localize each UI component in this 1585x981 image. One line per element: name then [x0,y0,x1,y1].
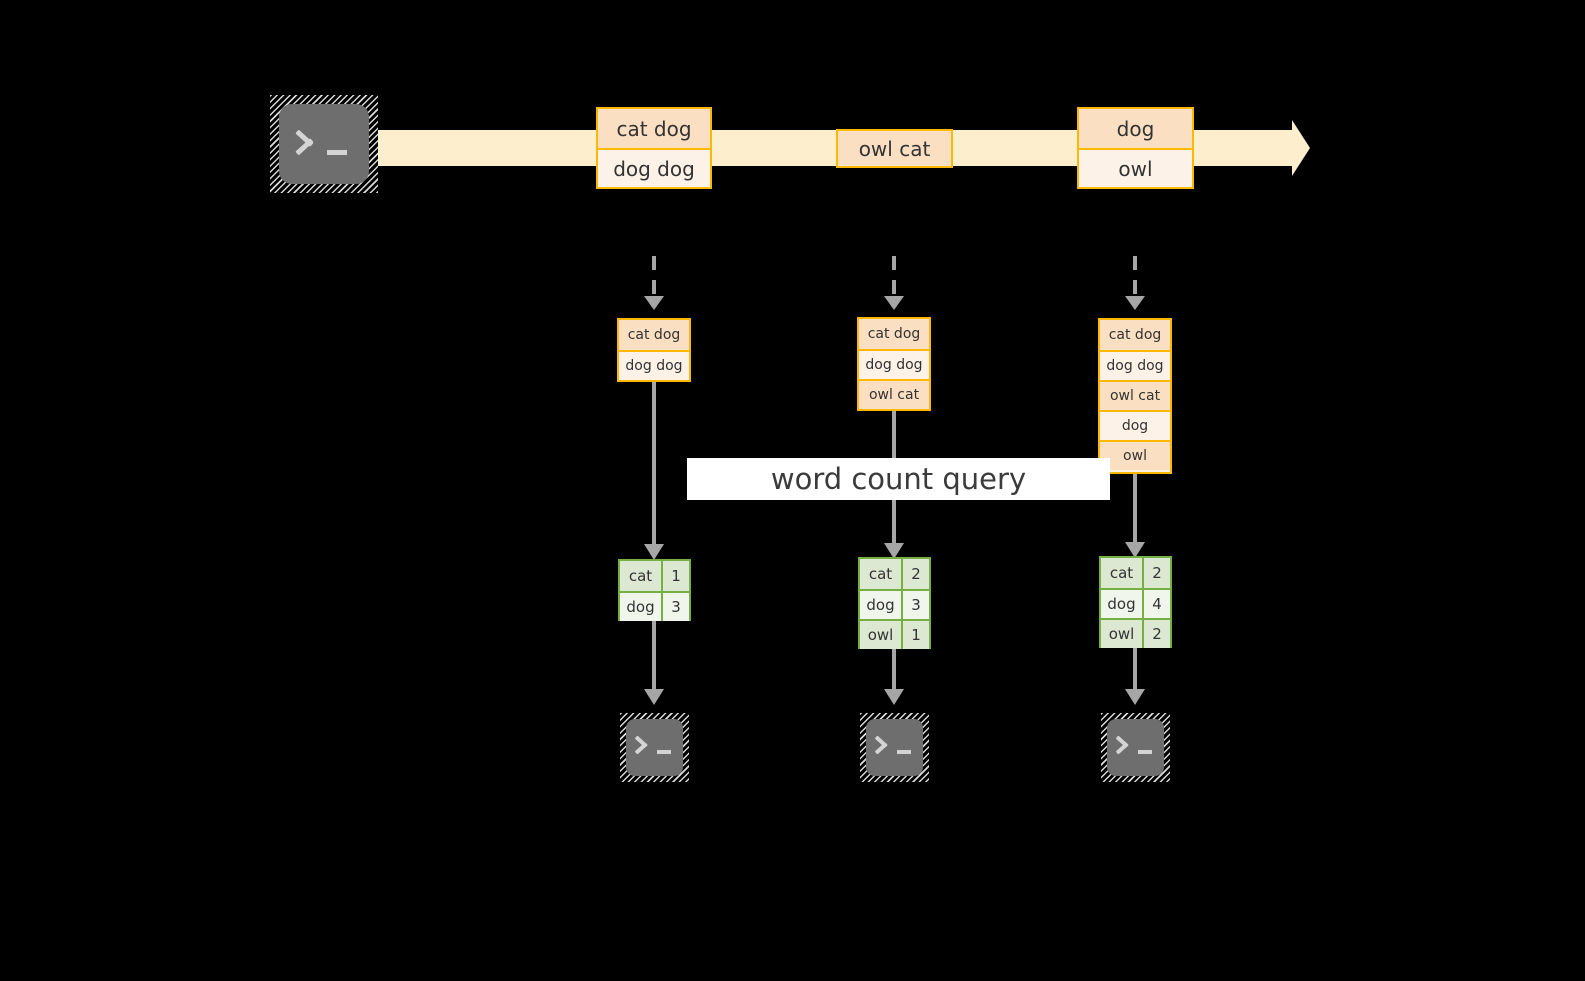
snapshot-2-output-arrowhead [884,689,904,705]
table-cell-word: dog [1101,590,1144,618]
table-cell-count: 1 [663,561,689,591]
buffer-row: dog dog [619,350,689,380]
table-cell-word: dog [860,591,903,619]
buffer-row: cat dog [859,319,929,349]
stream-group-2[interactable]: owl cat [836,129,953,168]
table-cell-count: 3 [903,591,929,619]
table-cell-count: 2 [1144,620,1170,648]
snapshot-2-result-table[interactable]: cat 2 dog 3 owl 1 [858,557,931,649]
terminal-screen [866,719,923,776]
buffer-row: dog [1100,410,1170,440]
snapshot-2-dashed-connector [892,256,896,298]
terminal-screen [279,104,369,184]
table-row: cat 2 [860,559,929,589]
table-row: dog 3 [860,589,929,619]
table-cell-word: owl [1101,620,1144,648]
buffer-row: cat dog [619,320,689,350]
terminal-screen [1107,719,1164,776]
table-cell-word: dog [620,593,663,621]
table-cell-count: 1 [903,621,929,649]
table-row: cat 2 [1101,558,1170,588]
snapshot-1-query-line [652,382,656,546]
buffer-row: owl cat [1100,380,1170,410]
table-row: dog 3 [620,591,689,621]
producer-terminal-icon[interactable] [270,95,378,193]
buffer-row: owl [1100,440,1170,470]
stream-row: dog dog [598,148,710,187]
table-cell-count: 4 [1144,590,1170,618]
stream-row: owl [1079,148,1192,187]
snapshot-2-buffer[interactable]: cat dog dog dog owl cat [857,317,931,411]
snapshot-3-output-line [1133,648,1137,691]
consumer-terminal-icon[interactable] [860,713,929,782]
snapshot-1-result-table[interactable]: cat 1 dog 3 [618,559,691,621]
snapshot-1-query-arrowhead [644,544,664,560]
snapshot-2-query-arrowhead [884,543,904,559]
stream-arrowhead [1292,120,1310,176]
snapshot-2-dashed-arrowhead [884,296,904,310]
table-row: owl 1 [860,619,929,649]
buffer-row: cat dog [1100,320,1170,350]
stream-row: owl cat [838,131,951,166]
snapshot-1-output-line [652,621,656,691]
query-label: word count query [687,458,1110,500]
snapshot-3-output-arrowhead [1125,689,1145,705]
terminal-prompt-glyph [1115,733,1159,761]
snapshot-3-result-table[interactable]: cat 2 dog 4 owl 2 [1099,556,1172,648]
snapshot-2-output-line [892,649,896,691]
stream-group-3[interactable]: dog owl [1077,107,1194,189]
buffer-row: owl cat [859,379,929,409]
snapshot-3-query-line [1133,474,1137,544]
terminal-screen [626,719,683,776]
snapshot-1-dashed-connector [652,256,656,298]
snapshot-3-query-arrowhead [1125,542,1145,558]
consumer-terminal-icon[interactable] [1101,713,1170,782]
buffer-row: dog dog [859,349,929,379]
table-cell-word: owl [860,621,903,649]
snapshot-3-buffer[interactable]: cat dog dog dog owl cat dog owl [1098,318,1172,474]
terminal-prompt-glyph [295,126,357,166]
snapshot-1-dashed-arrowhead [644,296,664,310]
buffer-row: dog dog [1100,350,1170,380]
snapshot-1-buffer[interactable]: cat dog dog dog [617,318,691,382]
stream-row: dog [1079,109,1192,148]
consumer-terminal-icon[interactable] [620,713,689,782]
stream-group-1[interactable]: cat dog dog dog [596,107,712,189]
table-cell-word: cat [620,561,663,591]
table-row: owl 2 [1101,618,1170,648]
table-cell-word: cat [1101,558,1144,588]
terminal-prompt-glyph [874,733,918,761]
table-row: dog 4 [1101,588,1170,618]
table-cell-count: 2 [1144,558,1170,588]
table-row: cat 1 [620,561,689,591]
table-cell-count: 2 [903,559,929,589]
table-cell-count: 3 [663,593,689,621]
terminal-prompt-glyph [634,733,678,761]
table-cell-word: cat [860,559,903,589]
snapshot-3-dashed-connector [1133,256,1137,298]
snapshot-3-dashed-arrowhead [1125,296,1145,310]
stream-row: cat dog [598,109,710,148]
snapshot-1-output-arrowhead [644,689,664,705]
